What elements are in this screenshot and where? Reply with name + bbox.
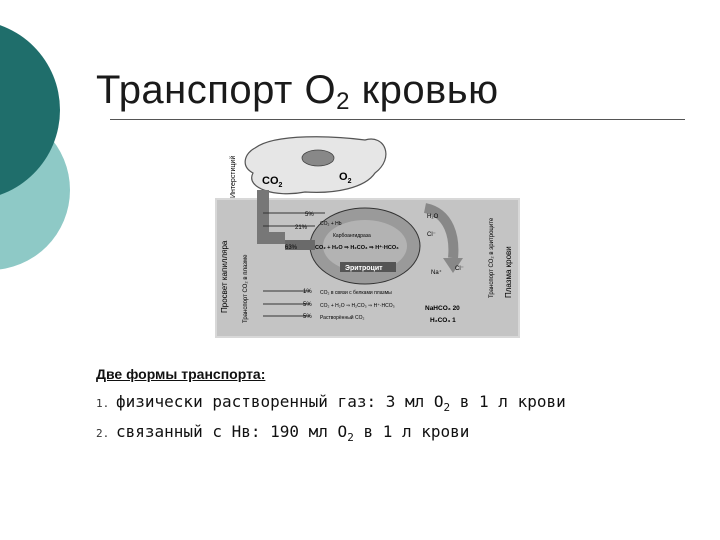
o2-curve-arrow: [423, 203, 459, 259]
arrow-63pct-bar: [285, 240, 315, 250]
erythrocyte-co2-label: Транспорт СО₂ в эритроците: [489, 217, 495, 298]
na-label: Na⁺: [431, 269, 442, 276]
pct-5-top: 5%: [305, 212, 314, 218]
nahco3-label: NaHCO₃ 20: [425, 305, 460, 312]
o2-arrow-head: [443, 258, 463, 273]
transport-heading: Две формы транспорта:: [96, 366, 266, 382]
hb-equation: CO₂ + Hb: [320, 221, 342, 227]
dark-teal-circle: [0, 25, 60, 195]
blood-gas-transport-diagram: Просвет капилляра Транспорт СО₂ в плазме…: [215, 128, 520, 358]
title-text: Транспорт O: [96, 68, 337, 112]
interstitium-label: Интерстиций: [229, 156, 237, 198]
h2o-label: H₂O: [427, 214, 439, 220]
list-item: 1. физически растворенный газ: 3 мл O2 в…: [96, 392, 566, 422]
cl-label-2: Cl⁻: [455, 266, 464, 272]
pct-5-mid: 5%: [303, 302, 312, 308]
page-title: Транспорт O2 кровью: [96, 68, 499, 116]
plasma-water-equation: CO₂ + H₂O ⇒ H₂CO₃ ⇒ H⁺·HCO₃: [320, 303, 395, 309]
cell-nucleus: [301, 149, 335, 167]
plasma-protein-equation: CO₂ в связи с белками плазмы: [320, 290, 392, 296]
list-text: физически растворенный газ: 3 мл O2 в 1 …: [116, 392, 566, 415]
erythrocyte-label: Эритроцит: [345, 265, 383, 272]
carbonic-anhydrase-label: Карбоангидраза: [333, 233, 371, 239]
capillary-lumen-label: Просвет капилляра: [220, 240, 229, 313]
pct-63: 63%: [285, 245, 298, 251]
erythrocyte-inner: [323, 220, 407, 272]
plasma-label: Плазма крови: [504, 246, 513, 298]
erythrocyte-label-bg: [340, 262, 396, 272]
pct-5-bottom: 5%: [303, 314, 312, 320]
h2co3-label: H₂CO₃ 1: [430, 317, 456, 324]
pct-21: 21%: [295, 225, 308, 231]
cl-label: Cl⁻: [427, 232, 436, 238]
title-subscript: 2: [336, 88, 350, 115]
pct-1: 1%: [303, 289, 312, 295]
list-text: связанный с Нв: 190 мл O2 в 1 л крови: [116, 422, 470, 445]
co2-label: CO2: [262, 175, 283, 189]
list-number: 1.: [96, 397, 110, 410]
o2-label: O2: [339, 171, 352, 185]
title-divider: [110, 119, 685, 120]
list-number: 2.: [96, 427, 110, 440]
plasma-co2-label: Транспорт СО₂ в плазме: [243, 254, 249, 323]
decorative-circles: [0, 0, 110, 300]
dissolved-co2-label: Растворённый CO₂: [320, 314, 364, 321]
list-item: 2. связанный с Нв: 190 мл O2 в 1 л крови: [96, 422, 566, 452]
main-equation: CO₂ + H₂O ⇒ H₂CO₃ ⇒ H⁺·HCO₃: [315, 244, 399, 251]
transport-list: 1. физически растворенный газ: 3 мл O2 в…: [96, 392, 566, 452]
title-text-suffix: кровью: [349, 68, 499, 112]
co2-big-arrow: [257, 190, 285, 244]
